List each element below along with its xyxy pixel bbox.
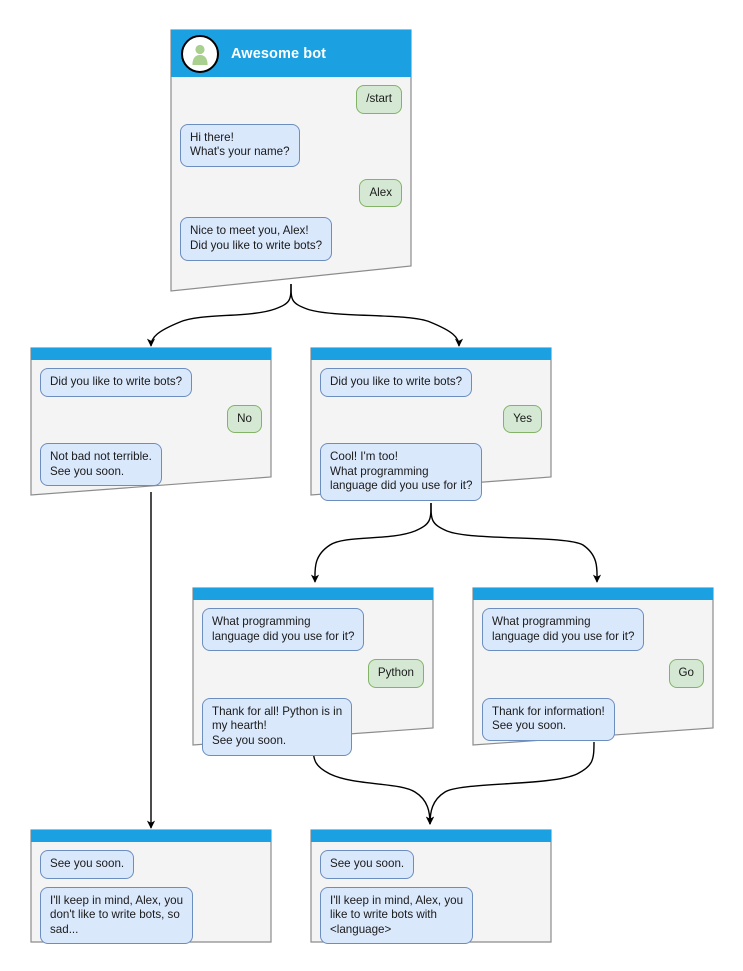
message-row: Did you like to write bots?	[320, 368, 542, 397]
message-row: Did you like to write bots?	[40, 368, 262, 397]
message-row: I'll keep in mind, Alex, you like to wri…	[320, 886, 542, 945]
chat-header-bar	[311, 830, 551, 842]
message-row: I'll keep in mind, Alex, you don't like …	[40, 886, 262, 945]
chat-header-bar	[311, 348, 551, 360]
message-row: Alex	[180, 178, 402, 208]
chat-header-bar	[473, 588, 713, 600]
message-row: Not bad not terrible. See you soon.	[40, 443, 262, 487]
user-message-bubble[interactable]: Python	[367, 659, 424, 688]
message-row: What programming language did you use fo…	[202, 608, 424, 652]
bot-message-bubble[interactable]: What programming language did you use fo…	[202, 608, 365, 652]
edge-yes-to-go	[430, 502, 602, 583]
bot-message-bubble[interactable]: I'll keep in mind, Alex, you don't like …	[40, 886, 194, 945]
message-list-end-yes: See you soon. I'll keep in mind, Alex, y…	[311, 842, 551, 945]
chat-node-yes-branch[interactable]: Did you like to write bots? Yes Cool! I'…	[306, 344, 556, 501]
message-row: No	[40, 404, 262, 434]
message-list-end-no: See you soon. I'll keep in mind, Alex, y…	[31, 842, 271, 945]
message-row: Nice to meet you, Alex! Did you like to …	[180, 217, 402, 261]
bot-message-bubble[interactable]: Thank for all! Python is in my hearth! S…	[202, 697, 353, 756]
chat-node-go-branch[interactable]: What programming language did you use fo…	[468, 584, 718, 750]
bot-message-bubble[interactable]: What programming language did you use fo…	[482, 608, 645, 652]
bot-message-bubble[interactable]: Did you like to write bots?	[40, 368, 193, 397]
bot-message-bubble[interactable]: Hi there! What's your name?	[180, 123, 300, 167]
user-message-bubble[interactable]: No	[227, 404, 262, 434]
bot-message-bubble[interactable]: Did you like to write bots?	[320, 368, 473, 397]
message-row: /start	[180, 85, 402, 114]
bot-message-bubble[interactable]: Not bad not terrible. See you soon.	[40, 443, 162, 487]
message-list-root: /start Hi there! What's your name? Alex …	[171, 77, 411, 261]
edge-go-to-end-yes	[425, 741, 595, 825]
edge-yes-to-python	[310, 502, 432, 583]
chat-node-root[interactable]: Awesome bot /start Hi there! What's your…	[166, 26, 416, 296]
chat-node-python-branch[interactable]: What programming language did you use fo…	[188, 584, 438, 756]
user-message-bubble[interactable]: Yes	[503, 404, 542, 434]
chat-node-end-no[interactable]: See you soon. I'll keep in mind, Alex, y…	[26, 826, 276, 946]
chat-header-bar: Awesome bot	[171, 30, 411, 77]
bot-message-bubble[interactable]: Nice to meet you, Alex! Did you like to …	[180, 217, 333, 261]
message-row: See you soon.	[40, 850, 262, 879]
message-row: Thank for information! See you soon.	[482, 697, 704, 741]
bot-message-bubble[interactable]: Cool! I'm too! What programming language…	[320, 443, 483, 501]
message-row: Go	[482, 659, 704, 688]
message-list-no-branch: Did you like to write bots? No Not bad n…	[31, 360, 271, 487]
message-row: See you soon.	[320, 850, 542, 879]
message-row: Python	[202, 659, 424, 688]
user-message-bubble[interactable]: /start	[356, 85, 402, 114]
chat-header-bar	[193, 588, 433, 600]
chat-node-end-yes[interactable]: See you soon. I'll keep in mind, Alex, y…	[306, 826, 556, 946]
message-row: Cool! I'm too! What programming language…	[320, 443, 542, 501]
message-list-go-branch: What programming language did you use fo…	[473, 600, 713, 741]
message-row: What programming language did you use fo…	[482, 608, 704, 652]
message-row: Thank for all! Python is in my hearth! S…	[202, 697, 424, 756]
message-row: Yes	[320, 404, 542, 434]
user-message-bubble[interactable]: Alex	[359, 178, 402, 208]
bot-message-bubble[interactable]: Thank for information! See you soon.	[482, 697, 615, 741]
chat-header-bar	[31, 830, 271, 842]
message-list-python-branch: What programming language did you use fo…	[193, 600, 433, 756]
message-row: Hi there! What's your name?	[180, 123, 402, 167]
bot-message-bubble[interactable]: See you soon.	[40, 850, 135, 879]
user-message-bubble[interactable]: Go	[668, 659, 704, 688]
person-avatar-icon	[181, 34, 219, 73]
bot-message-bubble[interactable]: See you soon.	[320, 850, 415, 879]
message-list-yes-branch: Did you like to write bots? Yes Cool! I'…	[311, 360, 551, 501]
bot-name-label: Awesome bot	[231, 45, 327, 62]
chat-header-bar	[31, 348, 271, 360]
chat-node-no-branch[interactable]: Did you like to write bots? No Not bad n…	[26, 344, 276, 500]
bot-message-bubble[interactable]: I'll keep in mind, Alex, you like to wri…	[320, 886, 474, 945]
